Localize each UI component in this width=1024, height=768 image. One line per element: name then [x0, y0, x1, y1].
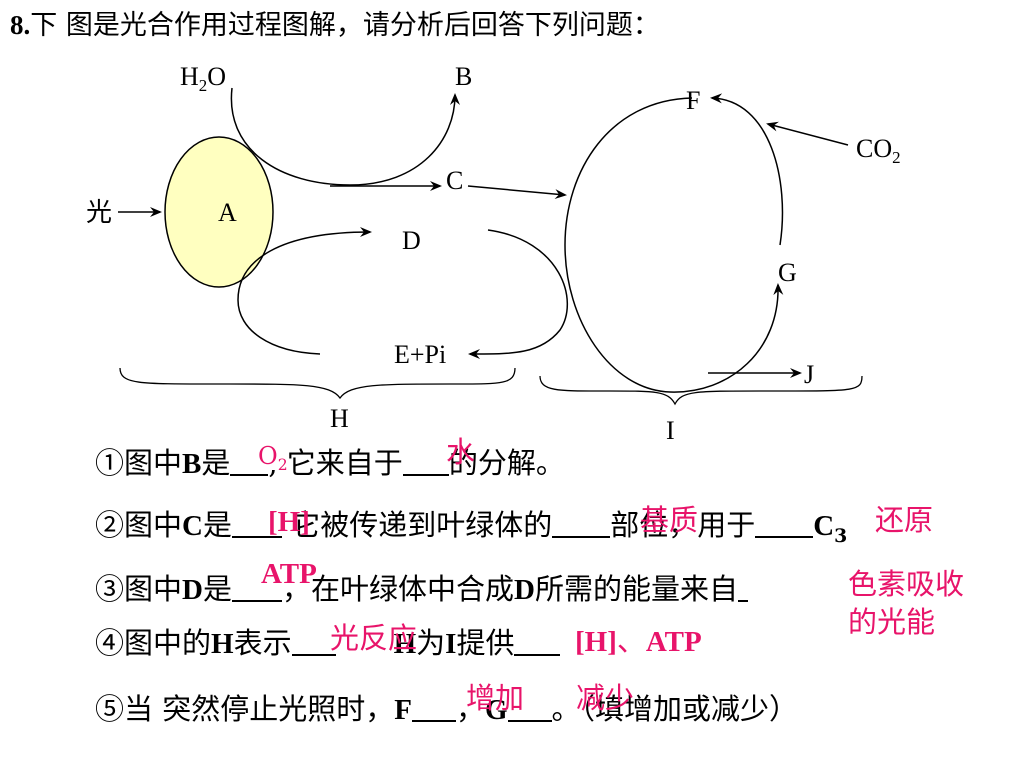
j-label: J [804, 360, 815, 389]
light-label: 光 [86, 198, 113, 228]
brace-h [119, 367, 516, 400]
question-prompt: 下 图是光合作用过程图解，请分析后回答下列问题： [30, 10, 660, 41]
cycle-main-arrow [564, 97, 784, 393]
q1-blank-2[interactable] [402, 448, 449, 476]
h2o-to-b-arrow [230, 87, 460, 186]
b-label: B [455, 62, 473, 91]
question-1: ①图中B是, 它来自于的分解。 [95, 446, 565, 480]
question-number: 8. [10, 10, 31, 40]
cycle-left-arrow [710, 93, 784, 246]
g-label: G [778, 258, 797, 287]
question-3: ③图中D是，在叶绿体中合成D所需的能量来自 [95, 574, 748, 605]
ellipse-a [164, 136, 274, 288]
h-label: H [330, 404, 349, 433]
q4-blank-2[interactable] [514, 628, 561, 656]
q4-answer-1: 光反应 [330, 621, 418, 655]
q2-answer-2: 基质 [640, 503, 699, 537]
q2-blank-3[interactable] [755, 510, 814, 538]
q4-blank-1[interactable] [291, 628, 336, 656]
question-title: 8.下 图是光合作用过程图解，请分析后回答下列问题： [10, 10, 660, 41]
question-5: ⑤当 突然停止光照时，F，G。（填增加或减少） [95, 692, 799, 726]
q4-answer-2: [H]、ATP [575, 626, 702, 658]
brace-i [539, 375, 863, 406]
q1-blank-1[interactable] [230, 448, 269, 476]
q3-answer-2-line-2: 的光能 [848, 605, 936, 639]
f-label: F [686, 86, 701, 115]
q3-blank-2[interactable] [737, 574, 748, 602]
q5-blank-2[interactable] [507, 694, 552, 722]
q2-blank-2[interactable] [552, 510, 611, 538]
d-to-epi-arrow [468, 229, 568, 360]
i-label: I [666, 416, 675, 445]
epi-to-d-arrow [237, 227, 372, 355]
q2-blank-1[interactable] [231, 510, 282, 538]
q2-answer-1: [H] [268, 506, 310, 538]
co2-label: CO2 [856, 134, 901, 168]
q1-answer-2: 水 [446, 435, 476, 469]
q1-answer-1: O2 [258, 442, 288, 474]
q3-answer-1: ATP [261, 558, 317, 590]
h2o-label: H2O [180, 62, 227, 96]
q5-answer-1: 增加 [466, 681, 525, 715]
c-to-cycle-arrow [467, 185, 567, 200]
q5-blank-1[interactable] [411, 694, 456, 722]
c-label: C [446, 166, 464, 195]
d-label: D [402, 226, 421, 255]
q2-answer-3: 还原 [875, 503, 934, 537]
a-label: A [218, 198, 237, 227]
q3-answer-2-line-1: 色素吸收 [848, 567, 965, 601]
q3-blank-1[interactable] [231, 574, 282, 602]
epi-label: E+Pi [394, 340, 447, 369]
co2-arrow [766, 121, 849, 146]
q5-answer-2: 减少 [576, 681, 635, 715]
